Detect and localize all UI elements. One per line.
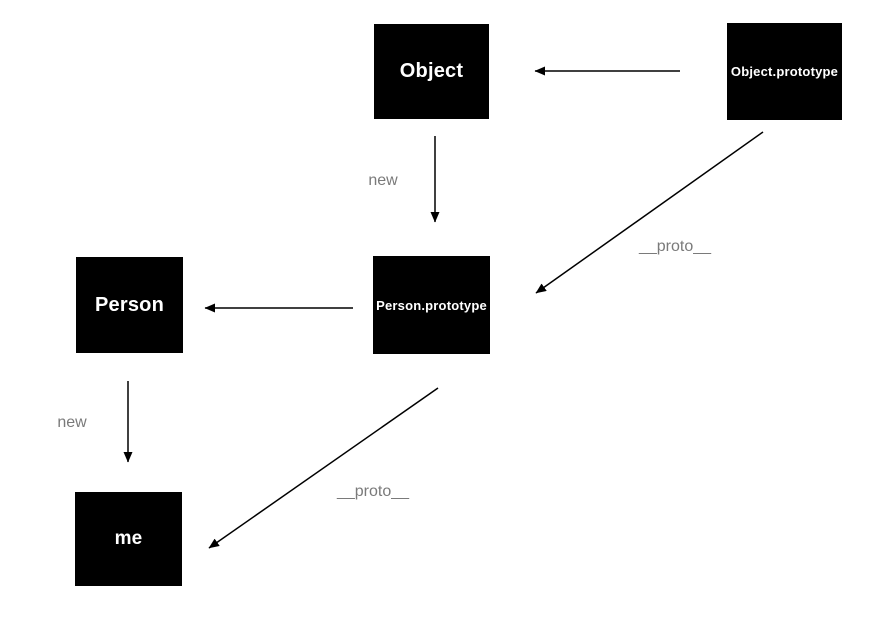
node-person-prototype: Person.prototype <box>373 256 490 354</box>
node-object-label: Object <box>399 60 464 82</box>
edge-label-new-object: new <box>368 172 398 189</box>
edge-label-new-person: new <box>57 414 87 431</box>
node-me: me <box>75 492 182 586</box>
node-person-prototype-label: Person.prototype <box>376 297 487 313</box>
node-person-label: Person <box>94 293 164 316</box>
edge-label-proto-lower: __proto__ <box>336 483 410 500</box>
arrow-person-prototype-to-me <box>208 387 439 549</box>
edge-label-proto-upper: __proto__ <box>638 238 712 255</box>
node-me-label: me <box>114 528 143 549</box>
node-object: Object <box>374 24 489 119</box>
node-person: Person <box>76 257 183 353</box>
node-object-prototype-label: Object.prototype <box>730 64 839 79</box>
node-object-prototype: Object.prototype <box>727 23 842 120</box>
arrow-object-prototype-to-person-prototype <box>535 131 764 294</box>
